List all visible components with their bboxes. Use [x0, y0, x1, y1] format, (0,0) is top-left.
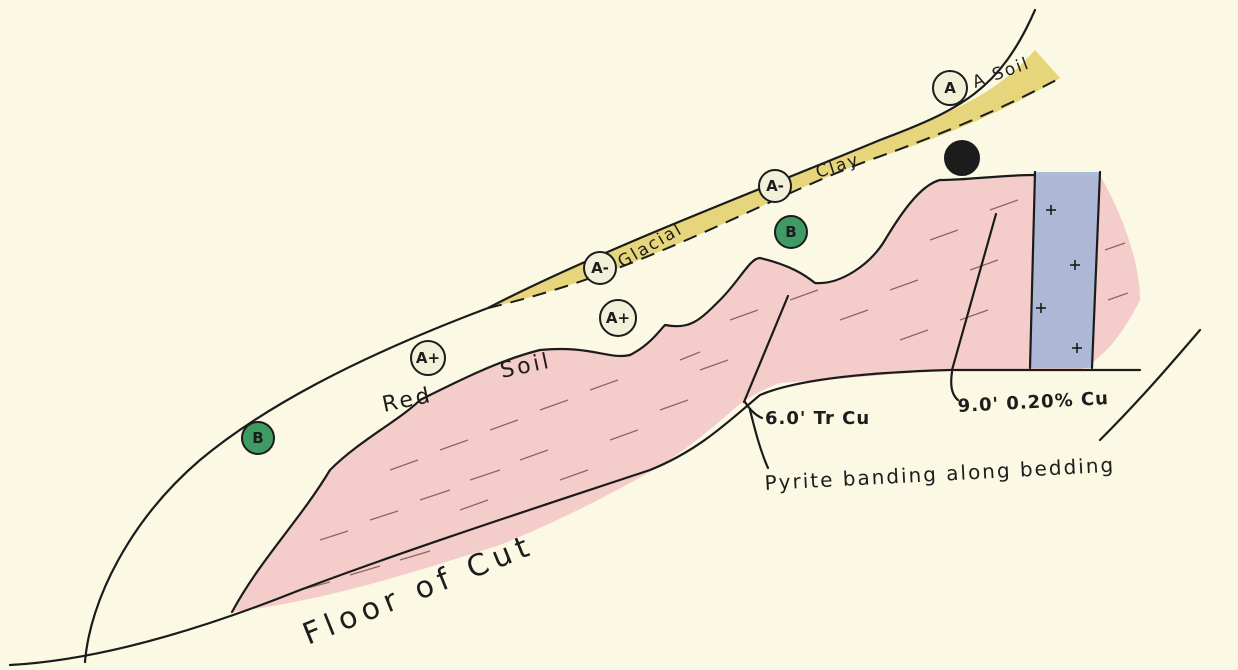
- sample-marker: A+: [600, 300, 636, 336]
- sample-marker-code: B: [252, 429, 263, 447]
- sample-marker: A: [933, 71, 967, 105]
- sample-marker: B: [242, 422, 274, 454]
- sample-marker-code: E: [957, 149, 967, 167]
- label-pyrite-banding: Pyrite banding along bedding: [764, 453, 1116, 495]
- sample-marker: A+: [411, 341, 445, 375]
- label-sample-9ft: 9.0' 0.20% Cu: [957, 388, 1109, 417]
- sample-marker: E: [945, 141, 979, 175]
- sample-marker-code: B: [785, 223, 796, 241]
- sample-marker-code: A: [944, 79, 956, 97]
- blue-dike: [1030, 172, 1100, 368]
- leader-6ft: [745, 402, 762, 418]
- sample-marker-code: A-: [766, 177, 784, 195]
- sample-marker-code: A+: [606, 309, 630, 327]
- sample-marker: A-: [759, 170, 791, 202]
- cut-continuation-line: [1100, 330, 1200, 440]
- label-clay: Clay: [813, 150, 862, 183]
- sample-marker: A-: [584, 252, 616, 284]
- sample-marker-code: A+: [416, 349, 440, 367]
- sample-marker-code: A-: [591, 259, 609, 277]
- sample-marker: B: [775, 216, 807, 248]
- label-sample-6ft: 6.0' Tr Cu: [765, 408, 870, 429]
